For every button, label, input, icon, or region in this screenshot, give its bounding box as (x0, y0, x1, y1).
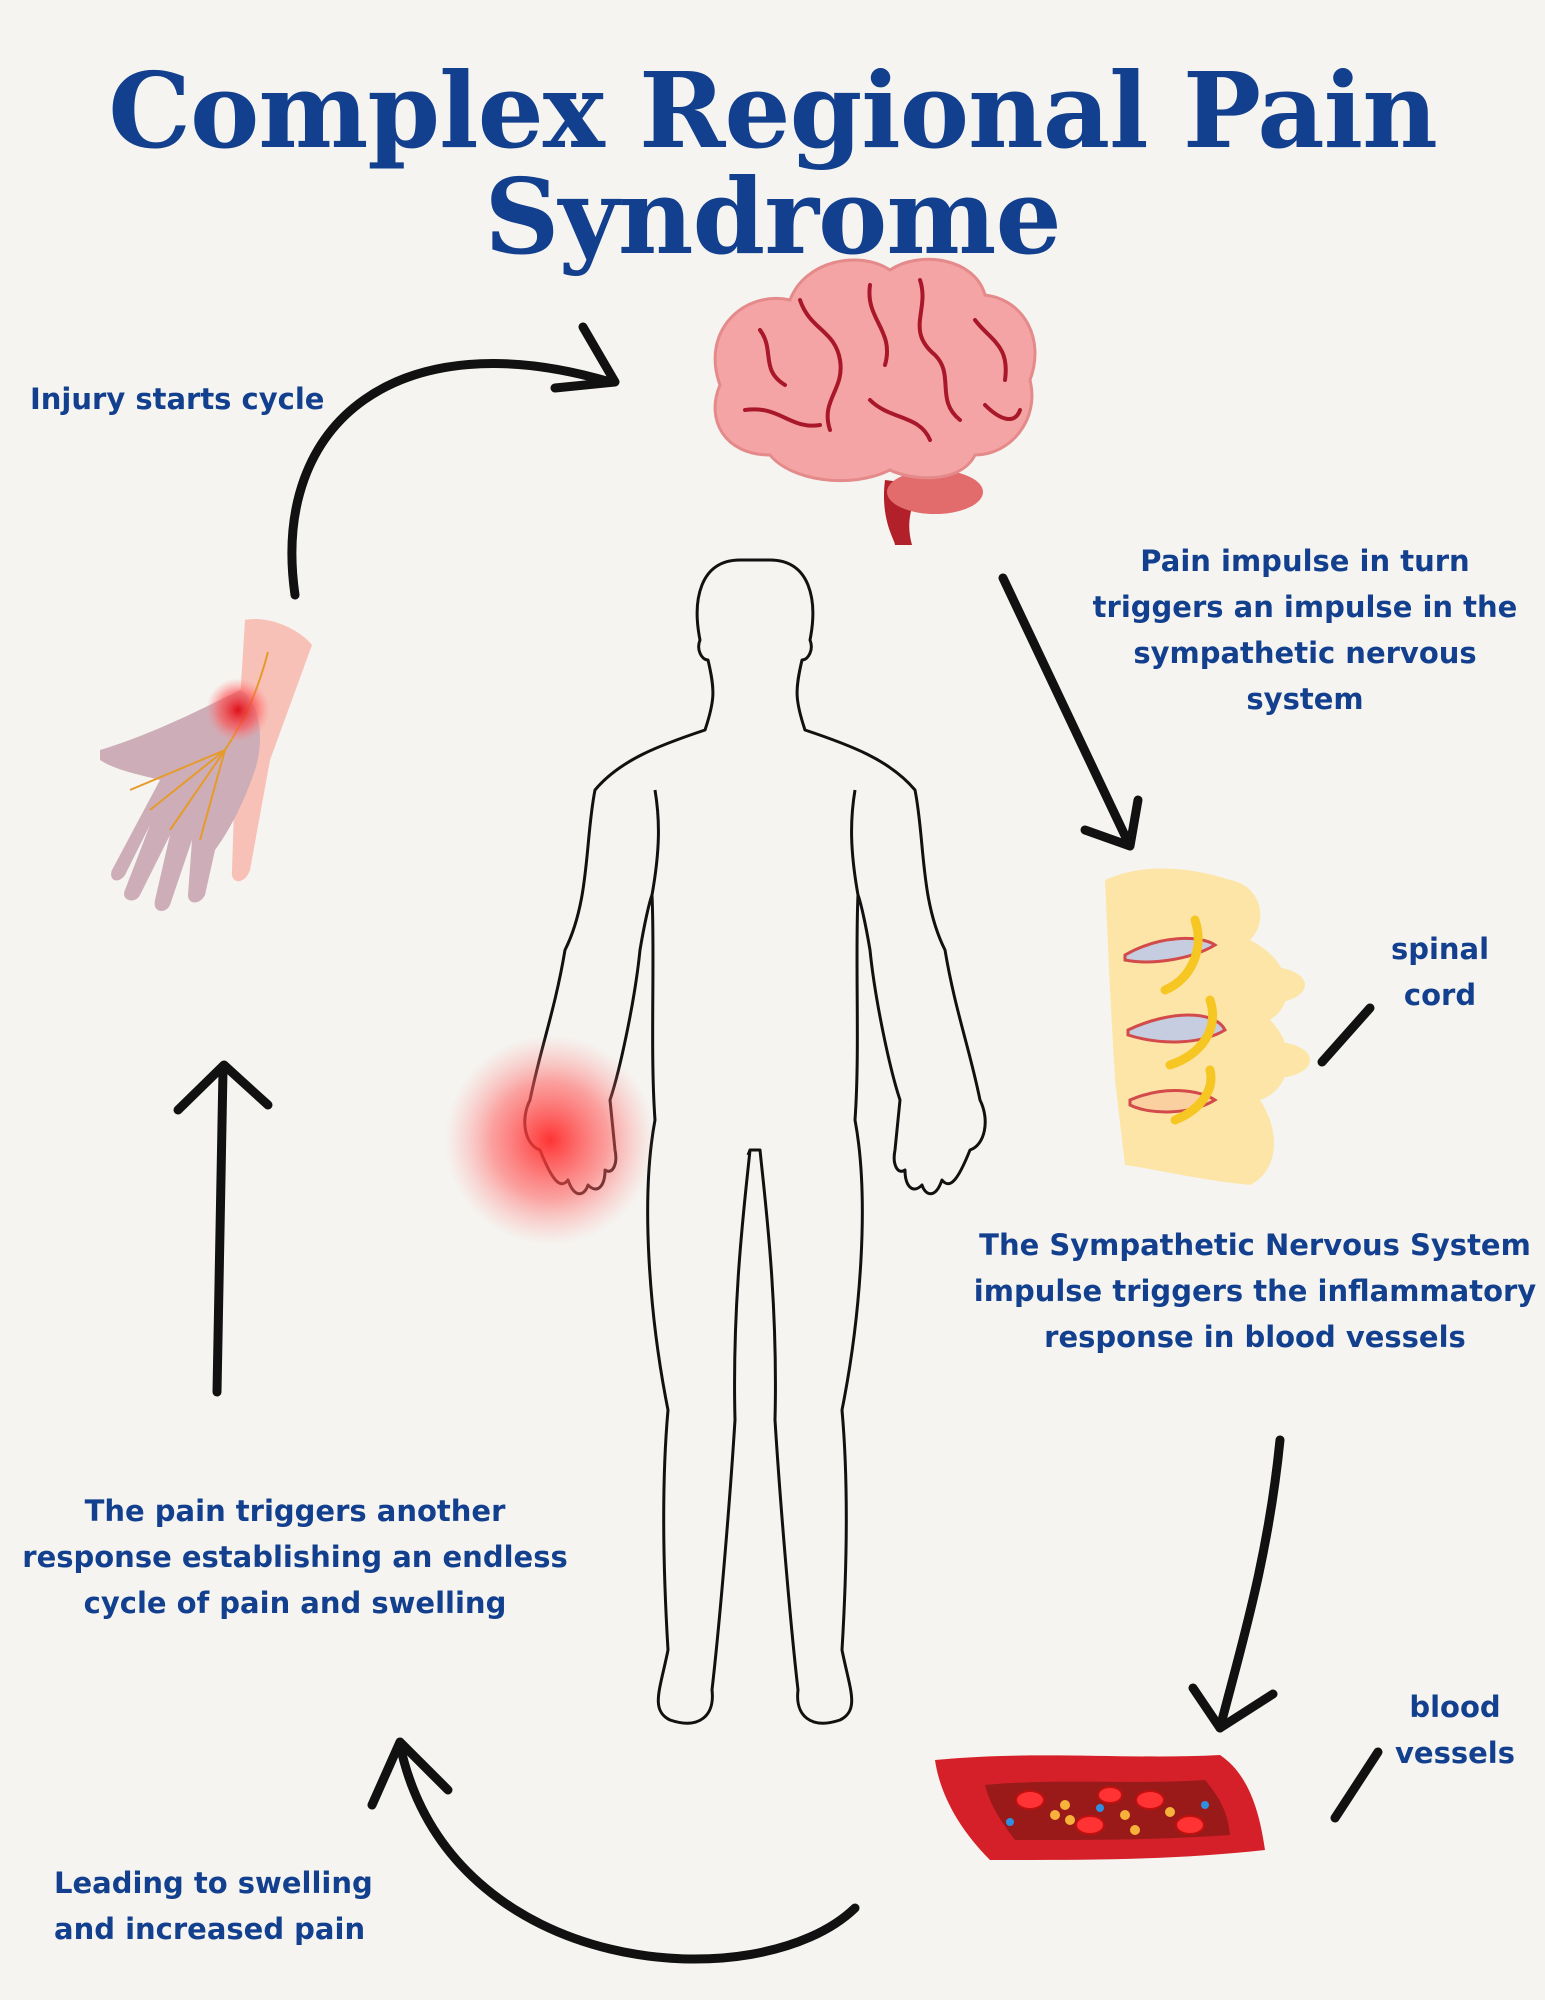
arrow-spine-to-vessels-head (1188, 1683, 1278, 1733)
title-line-2: Syndrome (484, 155, 1061, 278)
arrow-vessels-to-swelling (395, 1740, 860, 1964)
page-title: Complex Regional Pain Syndrome (0, 58, 1545, 270)
label-endless-cycle: The pain triggers another response estab… (22, 1494, 568, 1620)
title-line-1: Complex Regional Pain (108, 49, 1438, 172)
brain-icon (713, 257, 1037, 545)
arrow-injury-to-brain (287, 359, 615, 600)
arrow-brain-to-spine (998, 573, 1133, 847)
blood-vessels-pointer (1330, 1747, 1383, 1823)
label-sns-impulse: The Sympathetic Nervous System impulse t… (973, 1228, 1537, 1354)
arrow-brain-to-spine-head (1080, 795, 1143, 851)
arrow-injury-to-brain-head (550, 322, 620, 393)
arrow-spine-to-vessels (1215, 1435, 1285, 1733)
arrow-vessels-to-swelling-head (367, 1737, 453, 1810)
arrow-swelling-to-injury (212, 1065, 228, 1397)
pain-glow-left-hand (445, 1035, 655, 1245)
blood-vessel-icon (935, 1755, 1265, 1860)
label-blood-vessels: blood vessels (1395, 1690, 1515, 1770)
label-swelling: Leading to swelling and increased pain (54, 1866, 373, 1946)
label-spinal-cord: spinal cord (1390, 932, 1490, 1012)
spinal-cord-pointer (1317, 1003, 1375, 1067)
arrow-swelling-to-injury-head (173, 1060, 273, 1115)
hand-icon (100, 619, 312, 912)
spine-icon (1105, 868, 1310, 1185)
label-pain-impulse: Pain impulse in turn triggers an impulse… (1092, 544, 1518, 716)
cycle-arrows (173, 322, 1285, 1964)
label-injury: Injury starts cycle (30, 382, 325, 416)
